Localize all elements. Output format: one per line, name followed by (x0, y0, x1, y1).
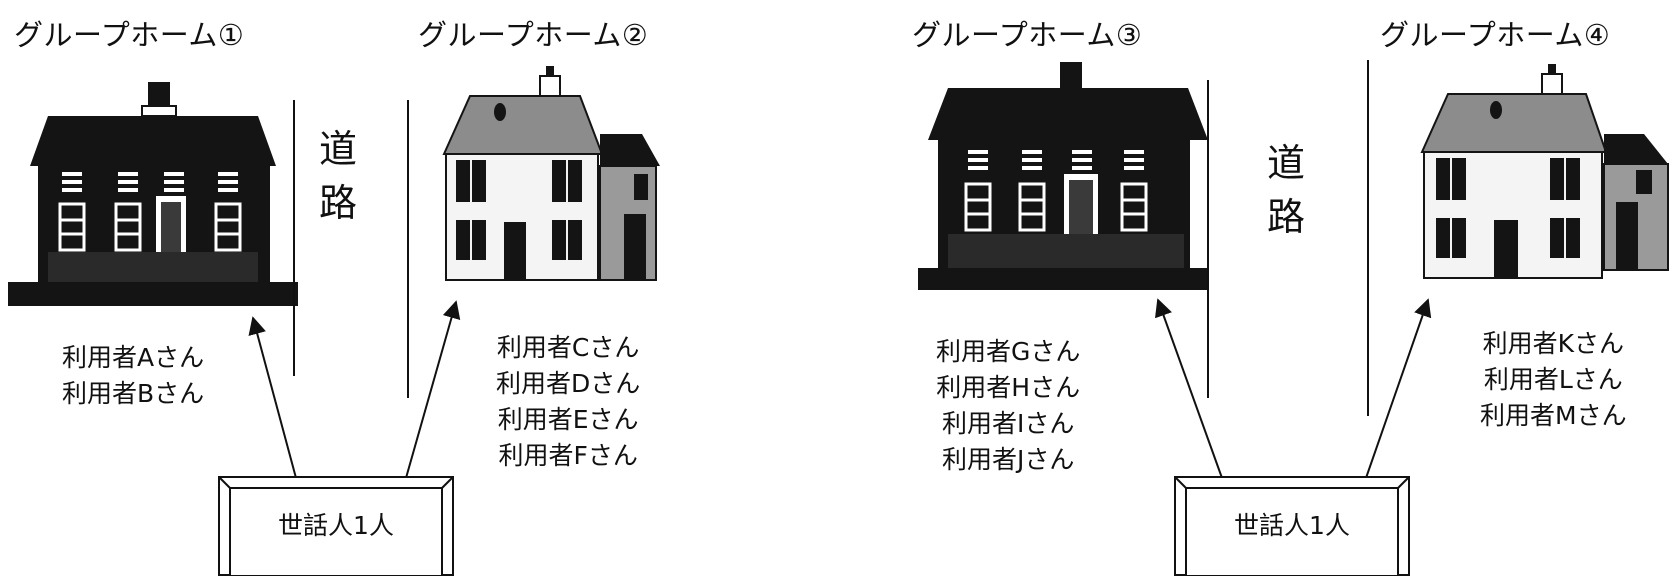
group-home-3-title: グループホーム③ (912, 18, 1143, 52)
helper-box-1: 世話人1人 (218, 476, 454, 576)
user-name: 利用者Kさん (1482, 329, 1624, 358)
user-name: 利用者Cさん (496, 333, 640, 362)
user-name: 利用者Bさん (62, 379, 205, 408)
user-name: 利用者Jさん (942, 445, 1075, 474)
users-home-1: 利用者Aさん 利用者Bさん (62, 340, 204, 412)
arrow-to-home-2 (405, 300, 461, 479)
user-name: 利用者Fさん (498, 441, 638, 470)
users-home-3: 利用者Gさん 利用者Hさん 利用者Iさん 利用者Jさん (936, 334, 1080, 478)
road-char: 路 (318, 181, 357, 225)
arrow-to-home-4 (1365, 298, 1432, 479)
user-name: 利用者Hさん (936, 373, 1081, 402)
user-name: 利用者Gさん (936, 337, 1081, 366)
road-char: 道 (318, 127, 357, 171)
road-char: 道 (1266, 141, 1305, 185)
bevel-frame (1174, 476, 1410, 576)
user-name: 利用者Iさん (942, 409, 1075, 438)
helper-label: 世話人1人 (278, 511, 394, 540)
group-home-4-title: グループホーム④ (1380, 18, 1611, 52)
arrow-to-home-1 (248, 316, 297, 479)
user-name: 利用者Mさん (1480, 401, 1627, 430)
users-home-4: 利用者Kさん 利用者Lさん 利用者Mさん (1480, 326, 1627, 434)
user-name: 利用者Eさん (497, 405, 639, 434)
dark-house-1-icon (8, 82, 298, 306)
road-label-2: 道 路 (1264, 136, 1308, 244)
light-house-4-icon (1420, 64, 1669, 279)
road-label-1: 道 路 (316, 122, 360, 230)
user-name: 利用者Dさん (496, 369, 641, 398)
bevel-frame (218, 476, 454, 576)
group-home-1-title: グループホーム① (14, 18, 245, 52)
group-home-2-title: グループホーム② (418, 18, 649, 52)
helper-label: 世話人1人 (1234, 511, 1350, 540)
arrow-to-home-3 (1155, 298, 1223, 479)
users-home-2: 利用者Cさん 利用者Dさん 利用者Eさん 利用者Fさん (496, 330, 640, 474)
road-char: 路 (1266, 195, 1305, 239)
dark-house-3-icon (918, 62, 1208, 290)
user-name: 利用者Lさん (1483, 365, 1623, 394)
helper-box-2: 世話人1人 (1174, 476, 1410, 576)
light-house-2-icon (442, 66, 660, 281)
user-name: 利用者Aさん (62, 343, 205, 372)
